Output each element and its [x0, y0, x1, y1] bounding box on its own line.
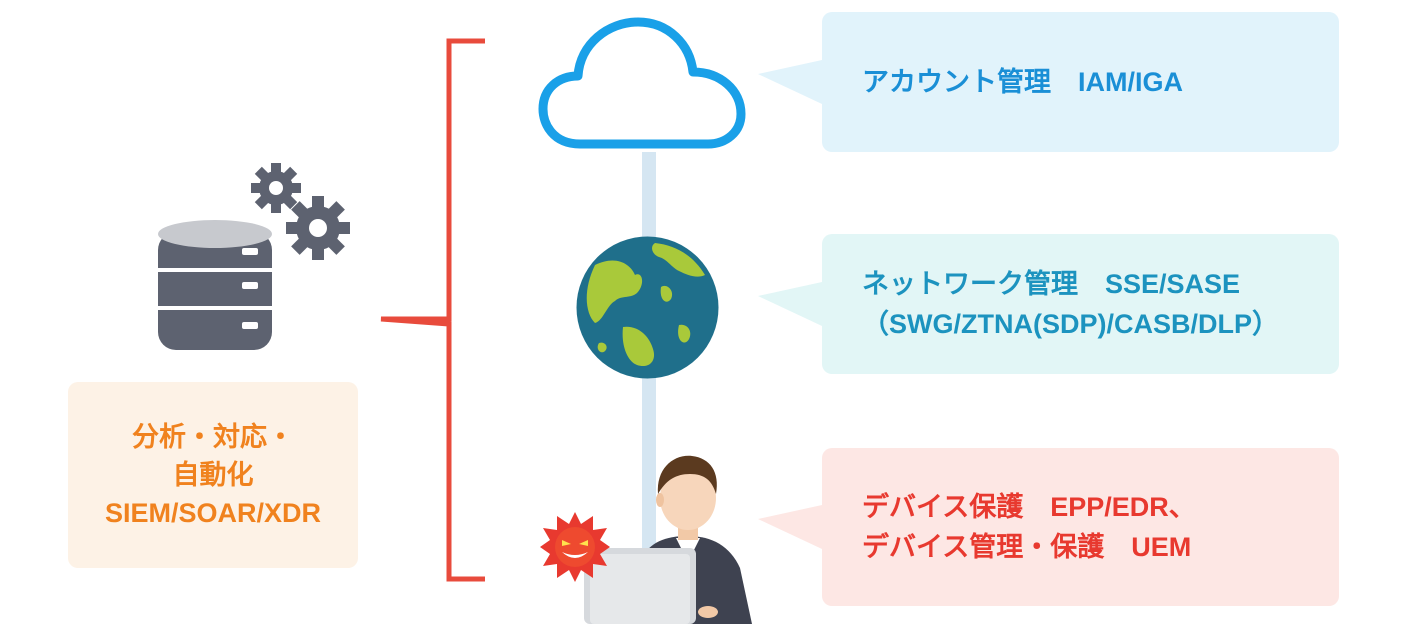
- account-management-callout: アカウント管理 IAM/IGA: [758, 12, 1339, 152]
- bracket: [380, 38, 485, 582]
- globe-icon: [576, 236, 719, 379]
- device-protection-callout: デバイス保護 EPP/EDR、 デバイス管理・保護 UEM: [758, 448, 1339, 606]
- network-callout-line1: ネットワーク管理 SSE/SASE: [862, 269, 1241, 299]
- network-management-callout: ネットワーク管理 SSE/SASE （SWG/ZTNA(SDP)/CASB/DL…: [758, 234, 1339, 374]
- cloud-icon: [538, 17, 746, 149]
- network-callout-line2: （SWG/ZTNA(SDP)/CASB/DLP）: [862, 309, 1279, 339]
- gears-icon: [251, 163, 350, 260]
- analysis-line3: SIEM/SOAR/XDR: [104, 498, 322, 528]
- device-callout-line1: デバイス保護 EPP/EDR、: [862, 492, 1196, 522]
- account-callout-line1: アカウント管理 IAM/IGA: [862, 67, 1183, 97]
- device-callout-line2: デバイス管理・保護 UEM: [862, 532, 1192, 562]
- database-icon: [158, 220, 272, 350]
- analysis-line1: 分析・対応・: [132, 422, 294, 452]
- virus-icon: [540, 512, 610, 582]
- analysis-box: 分析・対応・ 自動化 SIEM/SOAR/XDR: [68, 382, 358, 568]
- analysis-line2: 自動化: [172, 460, 254, 490]
- user-with-laptop-icon: [584, 455, 752, 624]
